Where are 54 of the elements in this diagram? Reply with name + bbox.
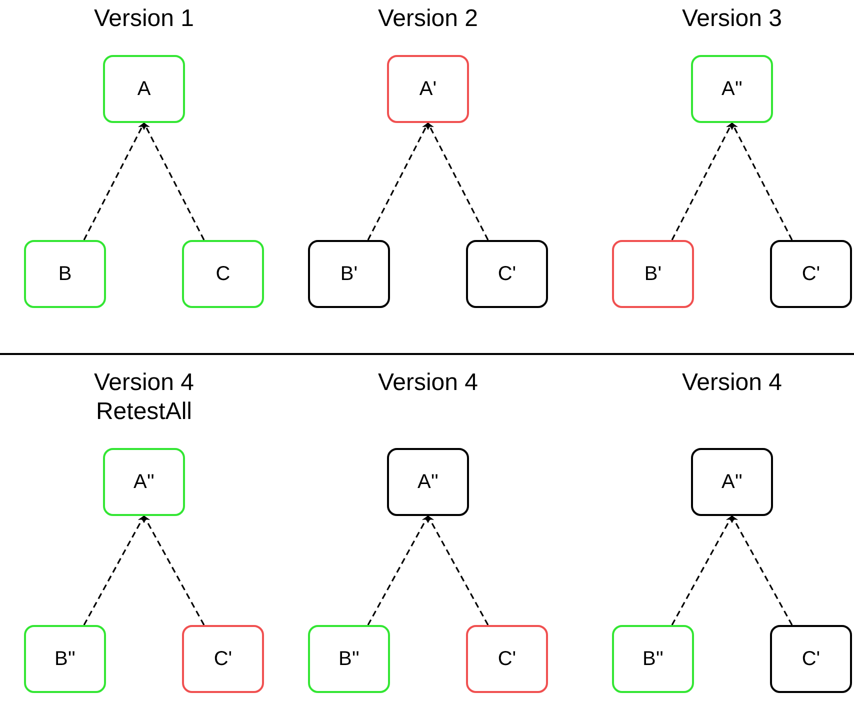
dashed-arrow — [143, 515, 205, 626]
node-label: A'' — [722, 78, 742, 100]
node-box — [24, 240, 106, 308]
node-label: B' — [340, 262, 358, 286]
node-box — [308, 625, 390, 693]
node-label: A' — [419, 78, 437, 100]
version-title: Version 2 — [376, 4, 480, 33]
node-box — [770, 240, 852, 308]
version-title: Version 3 — [680, 4, 784, 33]
node-label: B' — [644, 262, 662, 286]
node-box — [466, 240, 548, 308]
node-box — [308, 240, 390, 308]
node-label: A — [137, 78, 151, 100]
dashed-arrow — [367, 515, 429, 626]
node-box — [182, 625, 264, 693]
dashed-arrow — [671, 122, 733, 240]
node-label: C' — [498, 648, 516, 670]
node-box — [103, 448, 185, 516]
node-box — [691, 448, 773, 516]
node-label: B'' — [54, 648, 76, 670]
dashed-arrow — [367, 122, 429, 240]
node-box — [387, 448, 469, 516]
node-label: B'' — [338, 648, 360, 670]
dashed-arrow — [427, 515, 489, 626]
dashed-arrow — [83, 122, 145, 240]
node-label: A'' — [134, 470, 154, 494]
node-box — [182, 240, 264, 308]
node-box — [612, 625, 694, 693]
dashed-arrow — [427, 122, 489, 240]
node-label: C' — [802, 262, 820, 286]
dashed-arrow — [143, 122, 205, 240]
node-box — [691, 55, 773, 123]
dashed-arrow — [731, 515, 793, 626]
node-box — [387, 55, 469, 123]
node-label: C' — [498, 262, 516, 286]
node-label: A'' — [722, 470, 742, 494]
version-title: Version 4 — [680, 368, 784, 397]
dashed-arrow — [731, 122, 793, 240]
version-title: Version 1 — [92, 4, 196, 33]
node-label: B — [58, 262, 72, 286]
node-label: C' — [214, 648, 232, 670]
node-label: B'' — [642, 648, 664, 670]
version-title: Version 4 — [376, 368, 480, 397]
node-box — [24, 625, 106, 693]
dashed-arrow — [83, 515, 145, 626]
node-box — [612, 240, 694, 308]
dashed-arrow — [671, 515, 733, 626]
node-label: C — [216, 262, 230, 286]
node-box — [466, 625, 548, 693]
node-box — [770, 625, 852, 693]
node-label: C' — [802, 648, 820, 670]
version-title: Version 4 RetestAll — [92, 368, 196, 426]
node-label: A'' — [418, 470, 438, 494]
node-box — [103, 55, 185, 123]
